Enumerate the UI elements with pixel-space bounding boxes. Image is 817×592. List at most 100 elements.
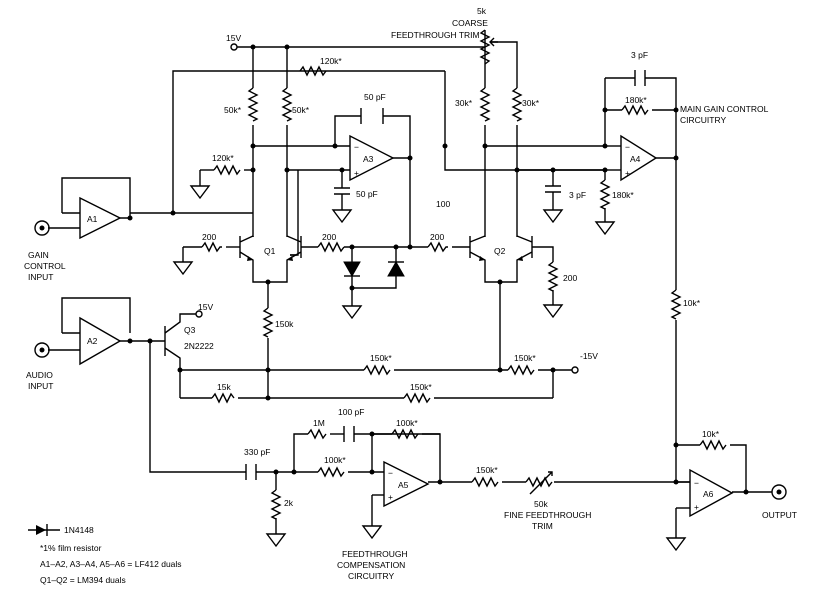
label-a6: A6	[703, 489, 714, 499]
resistor-1m	[307, 428, 327, 440]
label-q2: Q2	[494, 246, 506, 256]
main-gain-label-2: CIRCUITRY	[680, 115, 726, 125]
ground-q2	[542, 304, 564, 319]
ground-a6	[665, 537, 687, 552]
main-gain-label-1: MAIN GAIN CONTROL	[680, 104, 769, 114]
resistor-100k-a5-fb	[391, 428, 419, 440]
label-r-180k-mid: 180k*	[612, 190, 634, 200]
label-a3: A3	[363, 154, 374, 164]
pos-supply-label: 15V	[226, 33, 241, 43]
opamp-a1	[79, 196, 122, 240]
ground-3pf	[542, 209, 564, 224]
junctions	[127, 44, 749, 495]
label-r-2k: 2k	[284, 498, 294, 508]
label-c-330pf: 330 pF	[244, 447, 270, 457]
label-r-15k: 15k	[217, 382, 231, 392]
resistor-120k-a3	[213, 164, 241, 176]
resistor-180k-top	[621, 104, 649, 116]
legend-duals-2: Q1–Q2 = LM394 duals	[40, 575, 126, 585]
label-r-100k-a5-fb: 100k*	[396, 418, 418, 428]
transistor-q1-right	[286, 235, 302, 270]
resistor-fine-trim	[525, 476, 553, 488]
fine-trim-value: 50k	[534, 499, 548, 509]
coarse-pot-value: 5k	[477, 6, 487, 16]
resistor-150k-q1	[262, 307, 274, 338]
fine-trim-label-2: TRIM	[532, 521, 553, 531]
legend-duals-1: A1–A2, A3–A4, A5–A6 = LF412 duals	[40, 559, 182, 569]
gain-input-label-1: GAIN	[28, 250, 49, 260]
diode-left	[343, 261, 361, 278]
label-r-150k-bot: 150k*	[410, 382, 432, 392]
label-r-50k-left: 50k*	[224, 105, 242, 115]
output-label: OUTPUT	[762, 510, 797, 520]
resistor-10k-a4	[670, 289, 682, 320]
resistor-200-q2-right	[547, 261, 559, 292]
capacitor-3pf-top	[634, 70, 646, 86]
legend-diode-label: 1N4148	[64, 525, 94, 535]
resistor-10k-a6	[699, 439, 727, 451]
resistor-30k-right	[511, 87, 523, 122]
resistor-30k-left	[479, 87, 491, 122]
svg-text:−: −	[354, 142, 359, 152]
resistor-150k-n2	[507, 364, 535, 376]
label-q3-part: 2N2222	[184, 341, 214, 351]
coarse-pot-name: COARSE	[452, 18, 488, 28]
label-r-200-q2-right: 200	[563, 273, 577, 283]
resistor-120k-top	[299, 65, 327, 77]
audio-input-jack	[34, 342, 50, 358]
resistor-50k-right	[281, 87, 293, 122]
label-r-200-q1-right: 200	[322, 232, 336, 242]
op-amps: −+ −+ −+ −+	[79, 134, 734, 518]
label-c-3pf-mid: 3 pF	[569, 190, 586, 200]
svg-text:+: +	[625, 168, 630, 178]
label-r-150k-n2: 150k*	[514, 353, 536, 363]
legend-diode-icon	[36, 525, 46, 535]
coarse-pot-name-2: FEEDTHROUGH TRIM	[391, 30, 480, 40]
label-q3: Q3	[184, 325, 196, 335]
ground-180k	[594, 221, 616, 236]
label-a1: A1	[87, 214, 98, 224]
gain-input-jack	[34, 220, 50, 236]
opamp-a6	[689, 468, 734, 518]
label-c-3pf-top: 3 pF	[631, 50, 648, 60]
capacitor-50pf-bottom	[334, 187, 350, 195]
feedthrough-label-3: CIRCUITRY	[348, 571, 394, 581]
transistor-q1-left	[239, 235, 254, 270]
label-r-180k-top: 180k*	[625, 95, 647, 105]
gain-input-label-2: CONTROL	[24, 261, 66, 271]
resistor-coarse-pot	[479, 29, 491, 65]
q3-supply-label: 15V	[198, 302, 213, 312]
label-r-150k-n1: 150k*	[370, 353, 392, 363]
opamp-a4	[620, 134, 658, 182]
transistor-q2-right	[516, 235, 533, 270]
label-r-30k-left: 30k*	[455, 98, 473, 108]
legend: 1N4148 *1% film resistor A1–A2, A3–A4, A…	[28, 524, 182, 585]
resistor-200-q1-right	[317, 241, 345, 253]
label-a4: A4	[630, 154, 641, 164]
svg-text:−: −	[625, 142, 630, 152]
resistors	[201, 29, 727, 520]
capacitor-100pf	[343, 426, 355, 442]
ground-q1	[172, 261, 194, 276]
svg-text:+: +	[388, 492, 393, 502]
terminals	[34, 43, 787, 500]
diodes	[343, 260, 405, 278]
legend-film-note: *1% film resistor	[40, 543, 102, 553]
svg-text:−: −	[388, 468, 393, 478]
label-r-50k-right: 50k*	[292, 105, 310, 115]
label-r-200-q2-left: 200	[430, 232, 444, 242]
label-r-1m: 1M	[313, 418, 325, 428]
resistor-150k-a5-out	[471, 476, 499, 488]
gain-input-label-3: INPUT	[28, 272, 54, 282]
audio-input-label-2: INPUT	[28, 381, 54, 391]
label-a2: A2	[87, 336, 98, 346]
svg-text:+: +	[354, 168, 359, 178]
label-r-120k-top: 120k*	[320, 56, 342, 66]
resistor-50k-left	[247, 87, 259, 122]
opamp-a5	[383, 460, 430, 508]
ground-a5	[361, 525, 383, 540]
label-c-100pf: 100 pF	[338, 407, 364, 417]
resistor-180k-mid	[599, 179, 611, 210]
label-r-10k-a4: 10k*	[683, 298, 701, 308]
capacitors	[245, 70, 646, 480]
